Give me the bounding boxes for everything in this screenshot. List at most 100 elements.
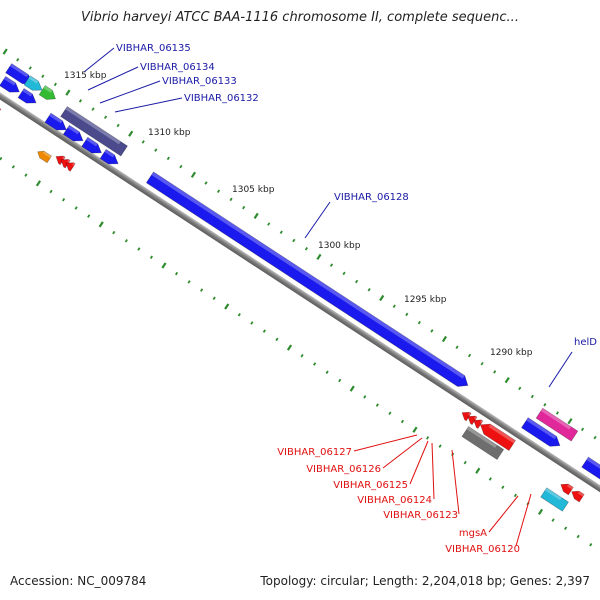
outer-tick [253, 212, 259, 219]
gene-forward-h [81, 136, 102, 154]
tick-marks [0, 48, 597, 547]
gene-forward-c-body [38, 85, 56, 100]
gene-labels: VIBHAR_06135VIBHAR_06134VIBHAR_06133VIBH… [116, 43, 597, 555]
chromosome-backbone [0, 71, 600, 570]
gene-reverse-a-highlight [0, 108, 1, 111]
inner-tick [149, 255, 154, 259]
gene-forward-k-highlight [586, 457, 600, 489]
inner-tick [200, 288, 204, 292]
outer-tick [41, 74, 45, 78]
leader-line [99, 80, 161, 104]
outer-tick [216, 189, 221, 193]
leader-line [353, 434, 418, 452]
gene-label: VIBHAR_06132 [184, 93, 259, 104]
gene-vibhar-06120-body [540, 487, 569, 512]
outer-tick [242, 205, 246, 210]
gene-mgsa-a-body [560, 483, 574, 496]
gene-vibhar-06125-highlight [479, 419, 483, 424]
inner-tick [61, 197, 66, 202]
inner-tick [250, 321, 254, 325]
outer-tick [405, 312, 409, 317]
inner-tick [262, 329, 266, 333]
gene-forward-f [44, 112, 67, 131]
gene-forward-b-highlight [28, 75, 39, 84]
inner-tick [286, 344, 293, 351]
leader-line [548, 351, 573, 388]
gene-held-highlight [540, 408, 572, 430]
outer-tick [379, 294, 385, 302]
gene-label: VIBHAR_06120 [445, 544, 520, 555]
gene-reverse-d-highlight [72, 162, 76, 166]
gene-vibhar-06124 [480, 423, 516, 451]
leader-line [83, 47, 115, 73]
inner-tick [338, 378, 342, 383]
scale-label: 1315 kbp [64, 71, 107, 81]
scale-label: 1310 kbp [148, 128, 191, 138]
outer-tick [304, 246, 308, 251]
gene-forward-d-body [0, 75, 20, 93]
inner-tick [425, 436, 430, 440]
inner-tick [349, 385, 355, 392]
outer-tick [367, 288, 371, 292]
gene-vibhar-06123 [461, 426, 505, 460]
outer-tick [593, 435, 597, 440]
outer-tick [430, 329, 434, 333]
gene-forward-g-body [62, 124, 84, 142]
inner-tick [24, 173, 28, 177]
gene-vibhar-06126-body [467, 415, 478, 426]
outer-tick [154, 148, 158, 152]
gene-reverse-c-highlight [67, 159, 71, 163]
gene-forward-g [62, 124, 84, 142]
leader-line [451, 449, 460, 515]
inner-tick [576, 534, 580, 539]
gene-forward-b-body [23, 75, 43, 91]
gene-reverse-b-highlight [62, 156, 66, 160]
outer-tick [141, 140, 145, 144]
inner-tick [187, 280, 191, 284]
inner-tick [438, 444, 442, 448]
gene-forward-i-body [99, 148, 119, 165]
inner-tick [0, 156, 3, 161]
gene-vibhar-06128-highlight [151, 171, 465, 379]
inner-tick [463, 460, 467, 465]
gene-reverse-orange-body [37, 150, 52, 164]
gene-reverse-c-body [60, 159, 71, 169]
gene-features [0, 63, 600, 512]
gene-forward-b [23, 75, 43, 91]
outer-tick [504, 377, 510, 384]
gene-forward-e-highlight [22, 88, 33, 97]
outer-tick [518, 386, 522, 391]
gene-forward-f-highlight [49, 113, 63, 124]
gene-vibhar-06133-06132-body [60, 106, 128, 157]
gene-vibhar-06124-highlight [488, 424, 516, 444]
inner-tick [224, 303, 230, 310]
gene-vibhar-06126 [467, 415, 478, 426]
inner-tick [11, 165, 15, 169]
outer-tick [53, 82, 57, 87]
backbone-bar [0, 71, 600, 570]
gene-forward-g-highlight [67, 125, 80, 135]
outer-tick [342, 271, 346, 276]
backbone-line [0, 71, 600, 570]
outer-tick [292, 238, 296, 243]
gene-held-body [535, 407, 579, 442]
outer-tick [104, 115, 108, 120]
inner-tick [112, 230, 116, 235]
gene-reverse-d-body [65, 162, 76, 172]
gene-label: VIBHAR_06135 [116, 43, 191, 54]
outer-tick [555, 411, 560, 415]
gene-forward-c-highlight [43, 85, 53, 93]
inner-tick [363, 395, 367, 399]
outer-tick [166, 156, 170, 161]
leader-line [87, 66, 139, 91]
outer-tick [65, 89, 71, 96]
outer-tick [204, 181, 208, 185]
gene-forward-i [99, 148, 119, 165]
gene-label: VIBHAR_06126 [306, 464, 381, 475]
outer-tick [355, 279, 359, 284]
gene-label: VIBHAR_06123 [383, 510, 458, 521]
gene-vibhar-06133-06132 [60, 106, 128, 157]
gene-forward-f-body [44, 112, 67, 131]
